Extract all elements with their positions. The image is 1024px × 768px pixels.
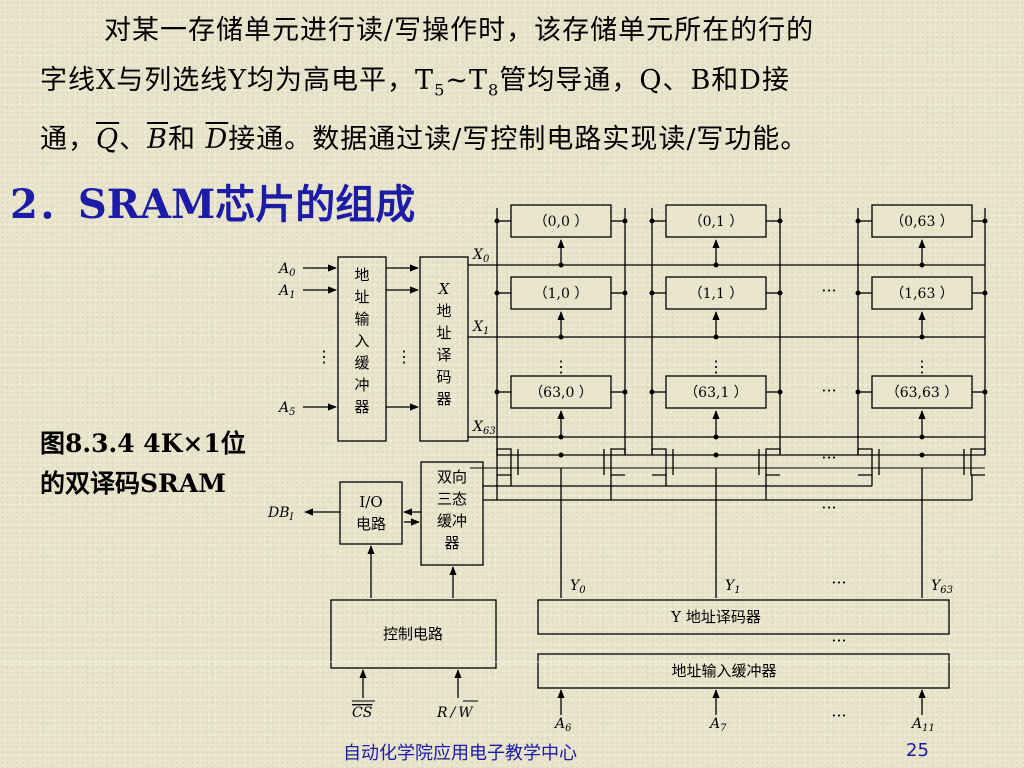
cell-63-1: （63,1 ） <box>684 385 748 401</box>
tristate-label-4: 器 <box>444 534 459 552</box>
switch-ellipsis: ··· <box>821 448 836 467</box>
para-line-1: 对某一存储单元进行读/写操作时，该存储单元所在的行的 <box>104 15 815 46</box>
col-y1: Y1 <box>725 578 741 596</box>
intro-paragraph: 对某一存储单元进行读/写操作时，该存储单元所在的行的 字线X与列选线Y均为高电平… <box>40 6 1000 165</box>
tristate-label-3: 缓冲 <box>437 512 467 530</box>
svg-text:地: 地 <box>436 302 451 320</box>
svg-text:地: 地 <box>354 266 369 284</box>
addr-a0: A0 <box>277 261 296 279</box>
svg-text:缓: 缓 <box>354 354 369 372</box>
section-heading: 2．SRAM芯片的组成 <box>10 181 416 228</box>
y-decoder-label: Y 地址译码器 <box>670 608 761 626</box>
db-label: DBI <box>267 505 295 523</box>
svg-text:器: 器 <box>354 398 369 416</box>
svg-text:码: 码 <box>436 368 451 386</box>
x-decoder-label: X 地 址 译 码 器 <box>436 280 451 408</box>
col-addr-buffer-label: 地址输入缓冲器 <box>671 662 776 680</box>
addr-a6: A6 <box>553 716 572 734</box>
io-label-1: I/O <box>359 493 382 511</box>
addr-ellipsis: ··· <box>831 706 846 725</box>
y-ellipsis: ··· <box>831 573 846 592</box>
addr-a7: A7 <box>708 716 727 734</box>
col0-vellipsis: ⋮ <box>553 357 569 376</box>
addr-a5: A5 <box>277 400 296 418</box>
row-x0: X0 <box>472 247 490 265</box>
para-line-3: 通，Q、B和 D接通。数据通过读/写控制电路实现读/写功能。 <box>40 124 809 156</box>
col-y63: Y63 <box>931 578 953 596</box>
cell-0-1: （0,1 ） <box>689 214 744 230</box>
addr-a11: A11 <box>910 716 935 734</box>
svg-text:址: 址 <box>354 288 369 306</box>
dec-ellipsis: ··· <box>831 631 846 650</box>
svg-text:址: 址 <box>436 324 451 342</box>
footer-text: 自动化学院应用电子教学中心 <box>343 743 577 764</box>
tristate-label-2: 三态 <box>437 490 467 508</box>
svg-text:器: 器 <box>436 390 451 408</box>
svg-text:X: X <box>438 280 451 298</box>
figure-caption: 图8.3.4 4K×1位 的双译码SRAM <box>40 429 246 498</box>
col63-vellipsis: ⋮ <box>914 357 930 376</box>
para-line-2: 字线X与列选线Y均为高电平，T5~T8管均导通，Q、B和D接 <box>40 65 790 100</box>
row63-ellipsis: ··· <box>821 381 836 400</box>
buf-vellipsis: ⋮ <box>396 347 412 366</box>
control-label: 控制电路 <box>383 625 443 643</box>
cs-label: CS <box>352 705 372 721</box>
address-buffer-label: 地 址 输 入 缓 冲 器 <box>354 266 369 416</box>
svg-text:冲: 冲 <box>354 376 369 394</box>
rw-label: R/W <box>436 705 474 721</box>
svg-text:入: 入 <box>354 332 369 350</box>
row-x63: X63 <box>472 419 496 437</box>
io-label-2: 电路 <box>356 515 386 533</box>
cell-63-63: （63,63 ） <box>886 385 959 401</box>
row-x1: X1 <box>472 319 489 337</box>
cell-1-0: （1,0 ） <box>534 286 589 302</box>
page-number: 25 <box>906 740 929 761</box>
cell-63-0: （63,0 ） <box>529 385 593 401</box>
svg-text:译: 译 <box>436 346 451 364</box>
col-y0: Y0 <box>570 578 586 596</box>
row1-ellipsis: ··· <box>821 281 836 300</box>
bus-ellipsis: ··· <box>821 498 836 517</box>
svg-text:输: 输 <box>354 310 369 328</box>
cell-0-0: （0,0 ） <box>534 214 589 230</box>
addr-a1: A1 <box>277 283 296 301</box>
cell-1-1: （1,1 ） <box>689 286 744 302</box>
cell-1-63: （1,63 ） <box>890 286 954 302</box>
col1-vellipsis: ⋮ <box>708 357 724 376</box>
tristate-label-1: 双向 <box>437 468 467 486</box>
cell-0-63: （0,63 ） <box>890 214 954 230</box>
ain-vellipsis: ⋮ <box>316 347 332 366</box>
